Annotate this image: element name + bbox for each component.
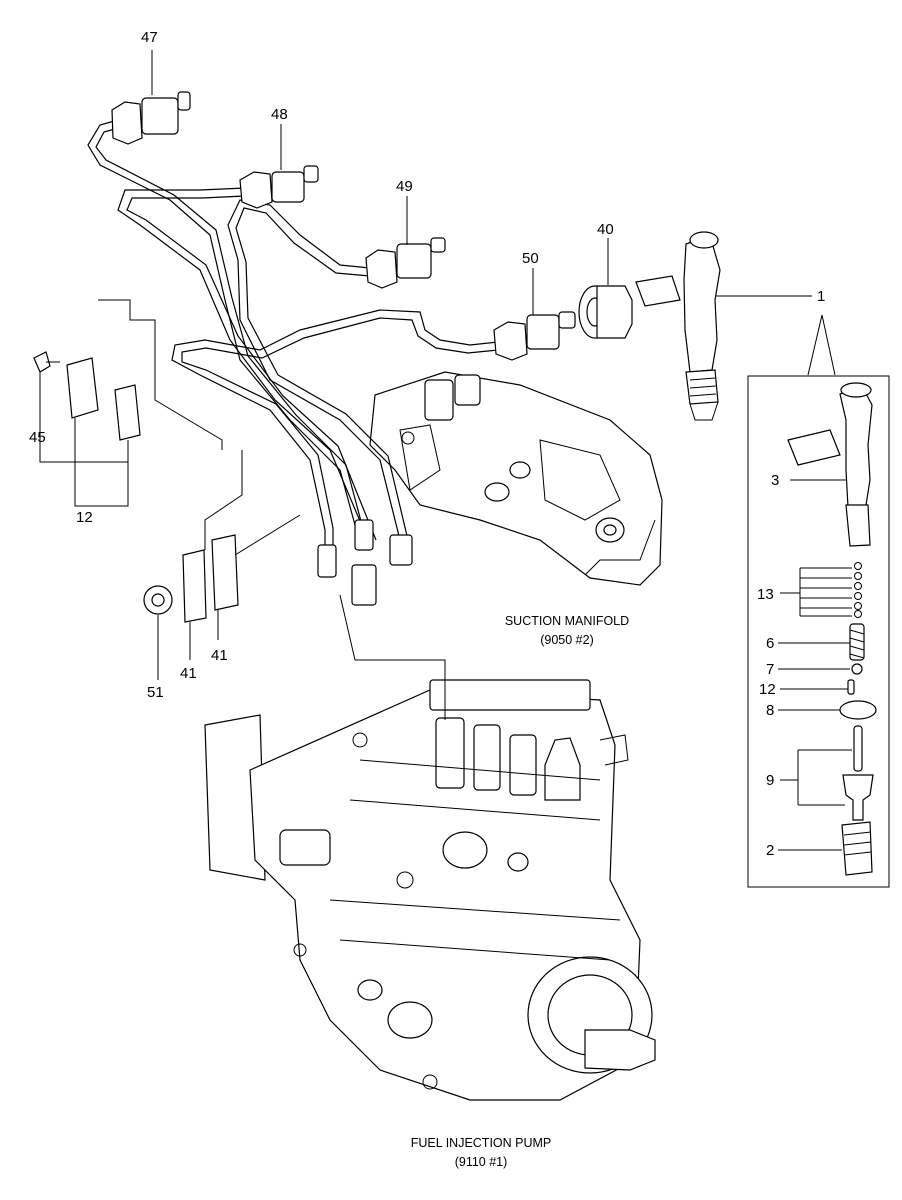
injection-pipes [87,119,499,550]
callout-8: 8 [766,702,774,719]
callout-9: 9 [766,772,774,789]
callout-48: 48 [271,106,288,123]
suction-manifold-title: SUCTION MANIFOLD [505,614,629,628]
callout-12-pin: 12 [759,681,776,698]
callout-51: 51 [147,684,164,701]
callout-40: 40 [597,221,614,238]
callout-12-clamp: 12 [76,509,93,526]
callout-7: 7 [766,661,774,678]
callout-labels: 47 48 49 50 40 1 3 45 12 51 41 41 13 6 7… [29,29,825,859]
injector-assembly-1 [635,231,721,421]
suction-manifold-ref: (9050 #2) [540,633,594,647]
leader-lines [39,50,852,851]
fuel-injection-pump-ref: (9110 #1) [455,1155,508,1169]
callout-50: 50 [522,250,539,267]
callout-41-left: 41 [180,665,197,682]
callout-2: 2 [766,842,774,859]
callout-47: 47 [141,29,158,46]
callout-13: 13 [757,586,774,603]
callout-41-right: 41 [211,647,228,664]
clamps [33,351,239,623]
suction-manifold [369,371,663,586]
injector-exploded-view [747,375,890,888]
callout-45: 45 [29,429,46,446]
fuel-injection-pump [204,679,656,1101]
callout-3: 3 [771,472,779,489]
callout-1: 1 [817,288,825,305]
pipe-fittings [111,91,576,606]
captions: SUCTION MANIFOLD (9050 #2) FUEL INJECTIO… [411,614,629,1169]
nozzle-holder-40 [578,285,633,339]
callout-49: 49 [396,178,413,195]
fuel-injection-pump-title: FUEL INJECTION PUMP [411,1136,552,1150]
callout-6: 6 [766,635,774,652]
